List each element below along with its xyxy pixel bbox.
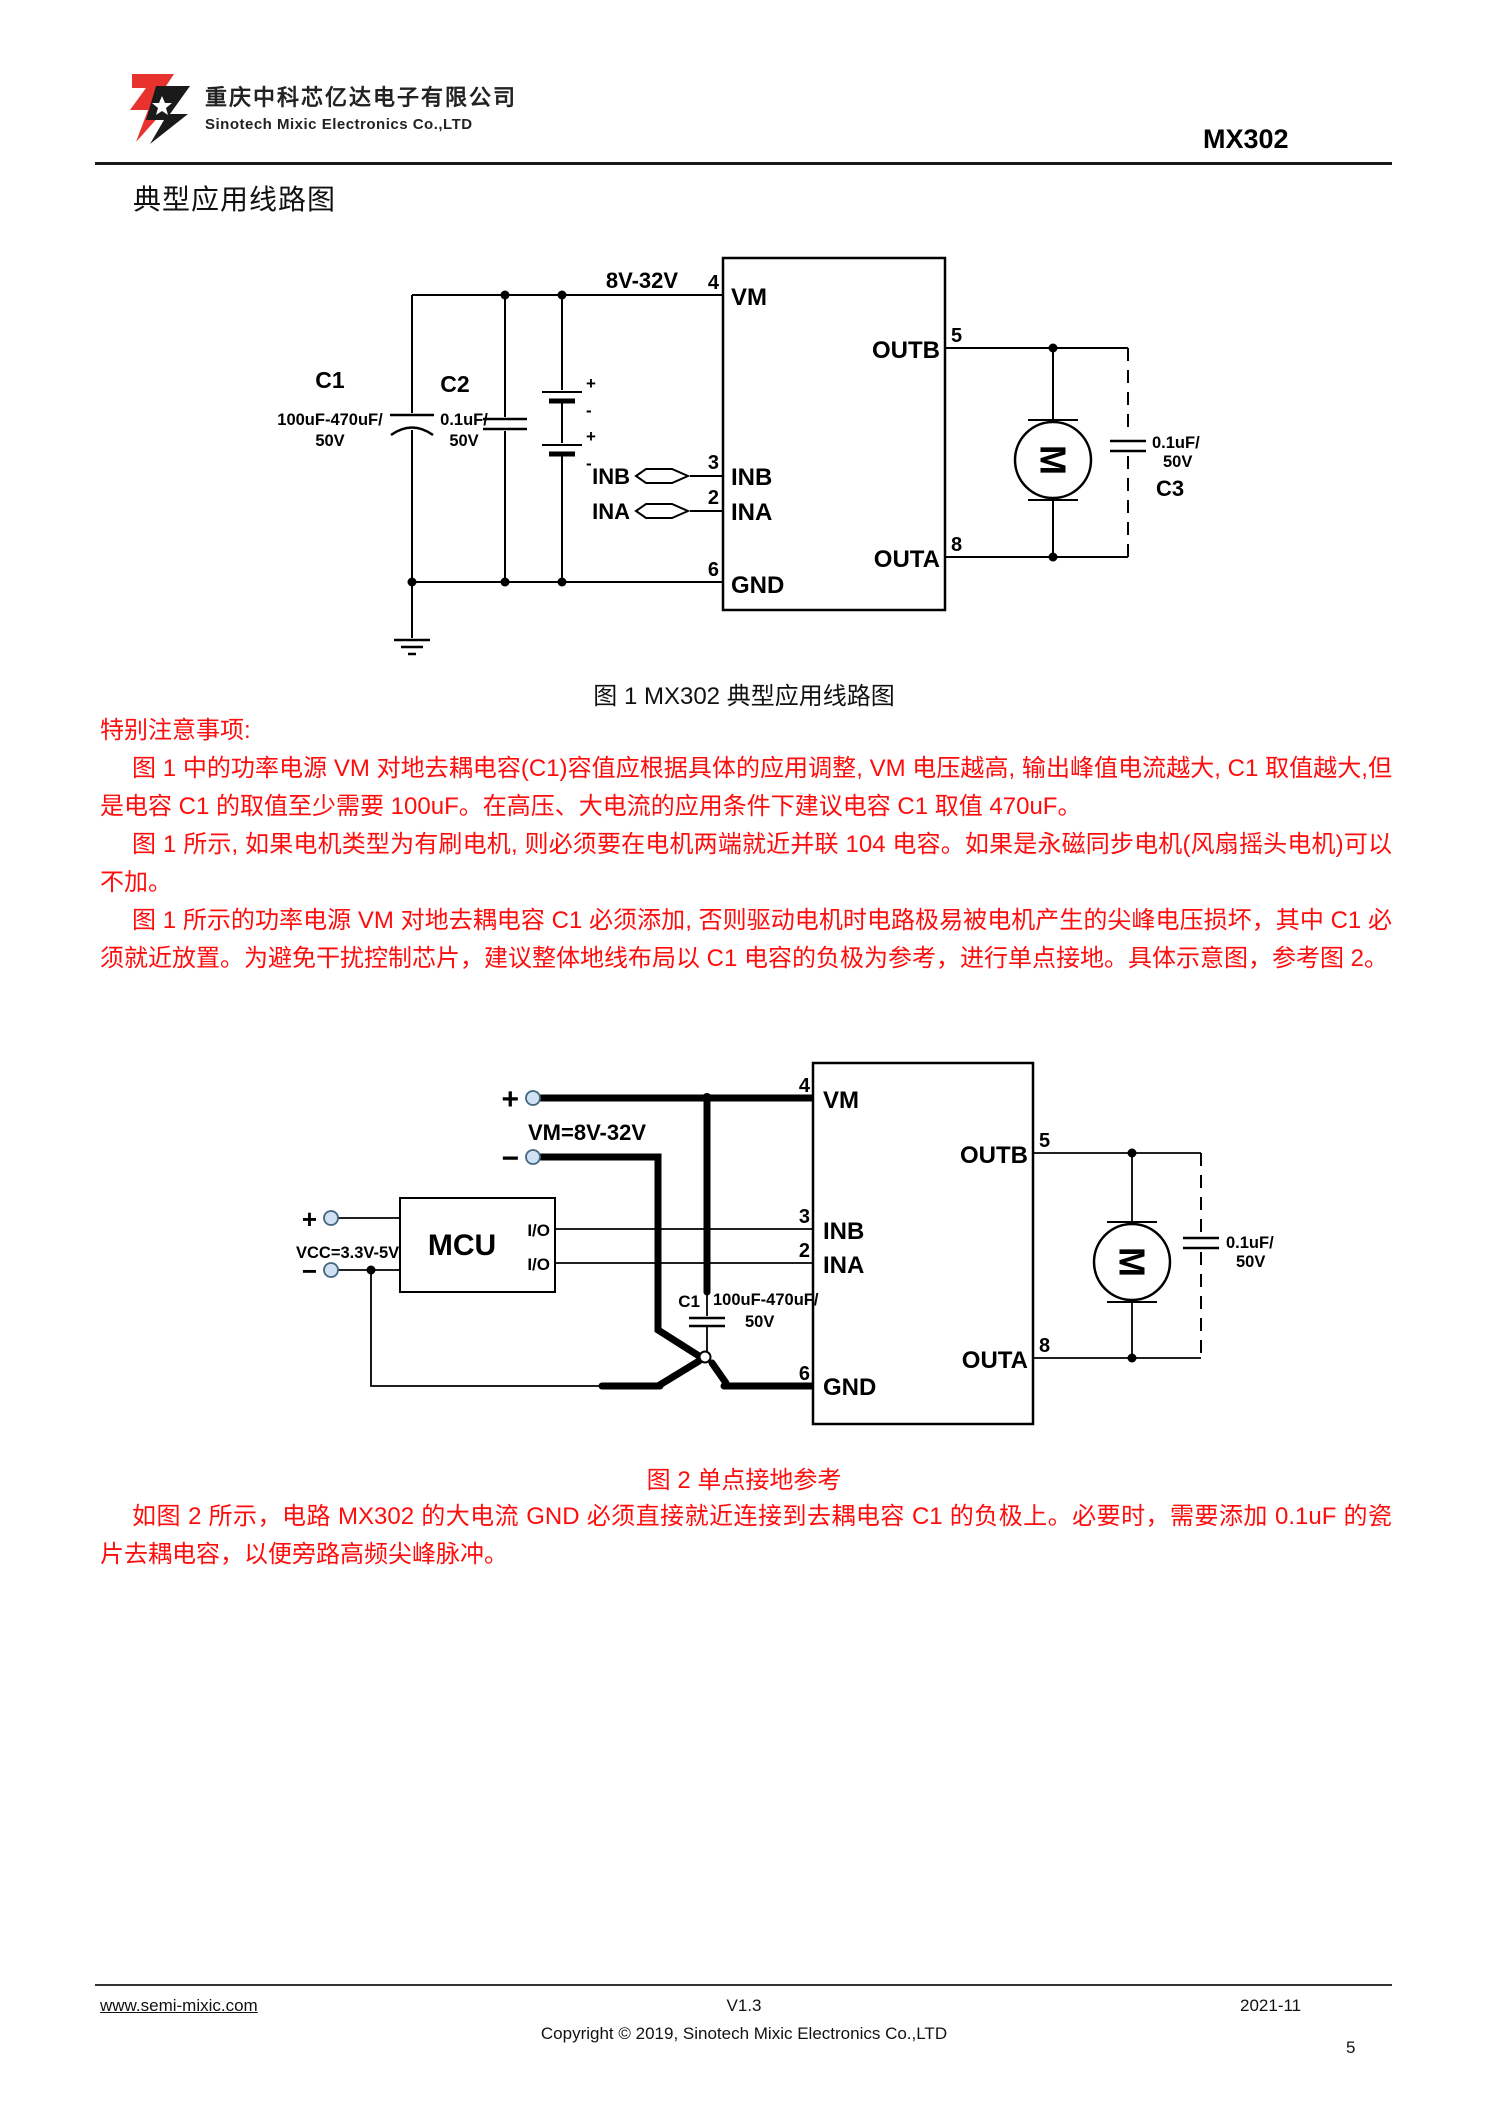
page-title: 典型应用线路图 — [133, 184, 337, 215]
fig1-pin5-number: 5 — [951, 325, 962, 347]
fig1-battery1-plus: + — [586, 374, 596, 393]
fig2-pin2-number: 2 — [799, 1240, 810, 1262]
fig2-junction-dots — [366, 1093, 1137, 1363]
fig1-pin2-number: 2 — [708, 487, 719, 509]
fig1-motor-symbol — [1013, 420, 1093, 500]
fig2-ic-body — [811, 1061, 1035, 1426]
fig1-pin6-label: GND — [731, 572, 784, 599]
fig1-ext-inb-label: INB — [592, 464, 630, 489]
part-number: MX302 — [1203, 124, 1289, 154]
company-name-en: Sinotech Mixic Electronics Co.,LTD — [205, 116, 473, 133]
fig1-pin8-label: OUTA — [874, 546, 940, 573]
fig2-pin8-number: 8 — [1039, 1335, 1050, 1357]
fig1-pin8-number: 8 — [951, 534, 962, 556]
fig1-c1-value2: 50V — [315, 432, 344, 450]
figure2-notes: 如图 2 所示，电路 MX302 的大电流 GND 必须直接就近连接到去耦电容 … — [100, 1498, 1392, 1574]
fig1-c2-value2: 50V — [449, 432, 478, 450]
fig2-cap-value2: 50V — [1236, 1253, 1265, 1271]
fig2-vm-supply-label: VM=8V-32V — [528, 1120, 646, 1145]
fig2-vcc-plus: + — [302, 1204, 317, 1234]
fig1-battery2-minus: - — [586, 454, 592, 473]
fig1-c2-value1: 0.1uF/ — [440, 411, 488, 429]
fig2-thin-wires — [338, 1152, 1219, 1387]
header-rule — [95, 162, 1392, 165]
fig2-pin3-number: 3 — [799, 1206, 810, 1228]
fig1-pin3-label: INB — [731, 464, 772, 491]
fig1-c3-name: C3 — [1156, 476, 1184, 501]
fig2-cap-value1: 0.1uF/ — [1226, 1234, 1274, 1252]
special-notes: 特别注意事项: 图 1 中的功率电源 VM 对地去耦电容(C1)容值应根据具体的… — [100, 712, 1392, 978]
fig2-pin8-label: OUTA — [962, 1347, 1028, 1374]
footer-copyright: Copyright © 2019, Sinotech Mixic Electro… — [540, 2024, 948, 2043]
fig2-io2-label: I/O — [527, 1255, 550, 1274]
notes-paragraph-3: 图 1 所示的功率电源 VM 对地去耦电容 C1 必须添加, 否则驱动电机时电路… — [100, 907, 1392, 972]
figure2-caption: 图 2 单点接地参考 — [646, 1467, 842, 1494]
fig2-motor-label: M — [1112, 1247, 1153, 1277]
fig1-c1-name: C1 — [315, 367, 345, 393]
fig2-io1-label: I/O — [527, 1221, 550, 1240]
fig1-battery1-minus: - — [586, 401, 592, 420]
ina-connector-symbol — [634, 503, 691, 519]
fig2-vcc-supply-label: VCC=3.3V-5V — [296, 1244, 399, 1262]
fig1-pin4-label: VM — [731, 284, 767, 311]
fig2-thick-wires — [537, 1094, 817, 1390]
fig2-c1-name: C1 — [678, 1292, 700, 1311]
fig1-pin4-number: 4 — [708, 272, 720, 294]
footer-date: 2021-11 — [1240, 1996, 1302, 2015]
fig2-pin2-label: INA — [823, 1252, 864, 1279]
fig2-star-ground-node — [698, 1350, 712, 1364]
notes-paragraph-2: 图 1 所示, 如果电机类型为有刷电机, 则必须要在电机两端就近并联 104 电… — [100, 831, 1392, 896]
fig2-vcc-minus: − — [302, 1256, 317, 1286]
company-name-cn: 重庆中科芯亿达电子有限公司 — [205, 85, 518, 110]
fig1-battery2-plus: + — [586, 427, 596, 446]
fig2-pin3-label: INB — [823, 1218, 864, 1245]
fig2-c1-value2: 50V — [745, 1313, 774, 1331]
fig2-pin4-number: 4 — [799, 1075, 811, 1097]
company-name-block: 重庆中科芯亿达电子有限公司 Sinotech Mixic Electronics… — [205, 80, 517, 133]
notes-paragraph-1: 图 1 中的功率电源 VM 对地去耦电容(C1)容值应根据具体的应用调整, VM… — [100, 755, 1392, 820]
figure2-notes-paragraph: 如图 2 所示，电路 MX302 的大电流 GND 必须直接就近连接到去耦电容 … — [100, 1503, 1392, 1568]
fig1-pin5-label: OUTB — [872, 337, 940, 364]
fig2-pin6-number: 6 — [799, 1363, 810, 1385]
figure1-circuit-diagram: M 8V-32V 4 VM 3 INB 2 INA 6 GND 5 OUTB 8… — [277, 256, 1200, 656]
fig1-junction-dots — [407, 290, 1058, 587]
footer-page-number: 5 — [1346, 2038, 1356, 2057]
fig1-pin3-number: 3 — [708, 452, 719, 474]
fig1-pin6-number: 6 — [708, 559, 719, 581]
company-logo — [130, 74, 190, 144]
footer-rule — [95, 1984, 1392, 1986]
inb-connector-symbol — [634, 468, 691, 484]
fig1-wires — [390, 294, 1146, 656]
fig2-pin4-label: VM — [823, 1087, 859, 1114]
fig2-mcu-body — [399, 1197, 556, 1293]
fig2-vm-plus: + — [501, 1083, 519, 1116]
figure1-caption: 图 1 MX302 典型应用线路图 — [593, 683, 895, 710]
fig1-c2-name: C2 — [440, 371, 469, 397]
figure2-circuit-diagram: M + − VM=8V-32V + − VCC=3.3V-5V MCU I/O … — [296, 1061, 1274, 1426]
fig1-c3-value2: 50V — [1163, 453, 1192, 471]
fig2-pin5-label: OUTB — [960, 1142, 1028, 1169]
fig2-pin6-label: GND — [823, 1374, 876, 1401]
footer-version: V1.3 — [726, 1996, 762, 2015]
fig1-c1-value1: 100uF-470uF/ — [277, 411, 383, 429]
logo-star — [152, 96, 172, 115]
fig2-motor-symbol — [1092, 1222, 1172, 1302]
fig1-pin2-label: INA — [731, 499, 772, 526]
footer-website-link[interactable]: www.semi-mixic.com — [100, 1996, 258, 2015]
notes-title: 特别注意事项: — [100, 717, 251, 744]
fig1-ic-body — [721, 256, 947, 612]
fig2-mcu-label: MCU — [428, 1229, 496, 1262]
fig2-c1-value1: 100uF-470uF/ — [713, 1291, 819, 1309]
fig1-supply-label: 8V-32V — [606, 268, 678, 293]
fig1-c3-value1: 0.1uF/ — [1152, 434, 1200, 452]
fig2-pin5-number: 5 — [1039, 1130, 1050, 1152]
fig2-terminals — [323, 1090, 541, 1278]
fig1-motor-label: M — [1033, 445, 1074, 475]
fig1-ext-ina-label: INA — [592, 499, 630, 524]
fig2-vm-minus: − — [501, 1142, 519, 1175]
